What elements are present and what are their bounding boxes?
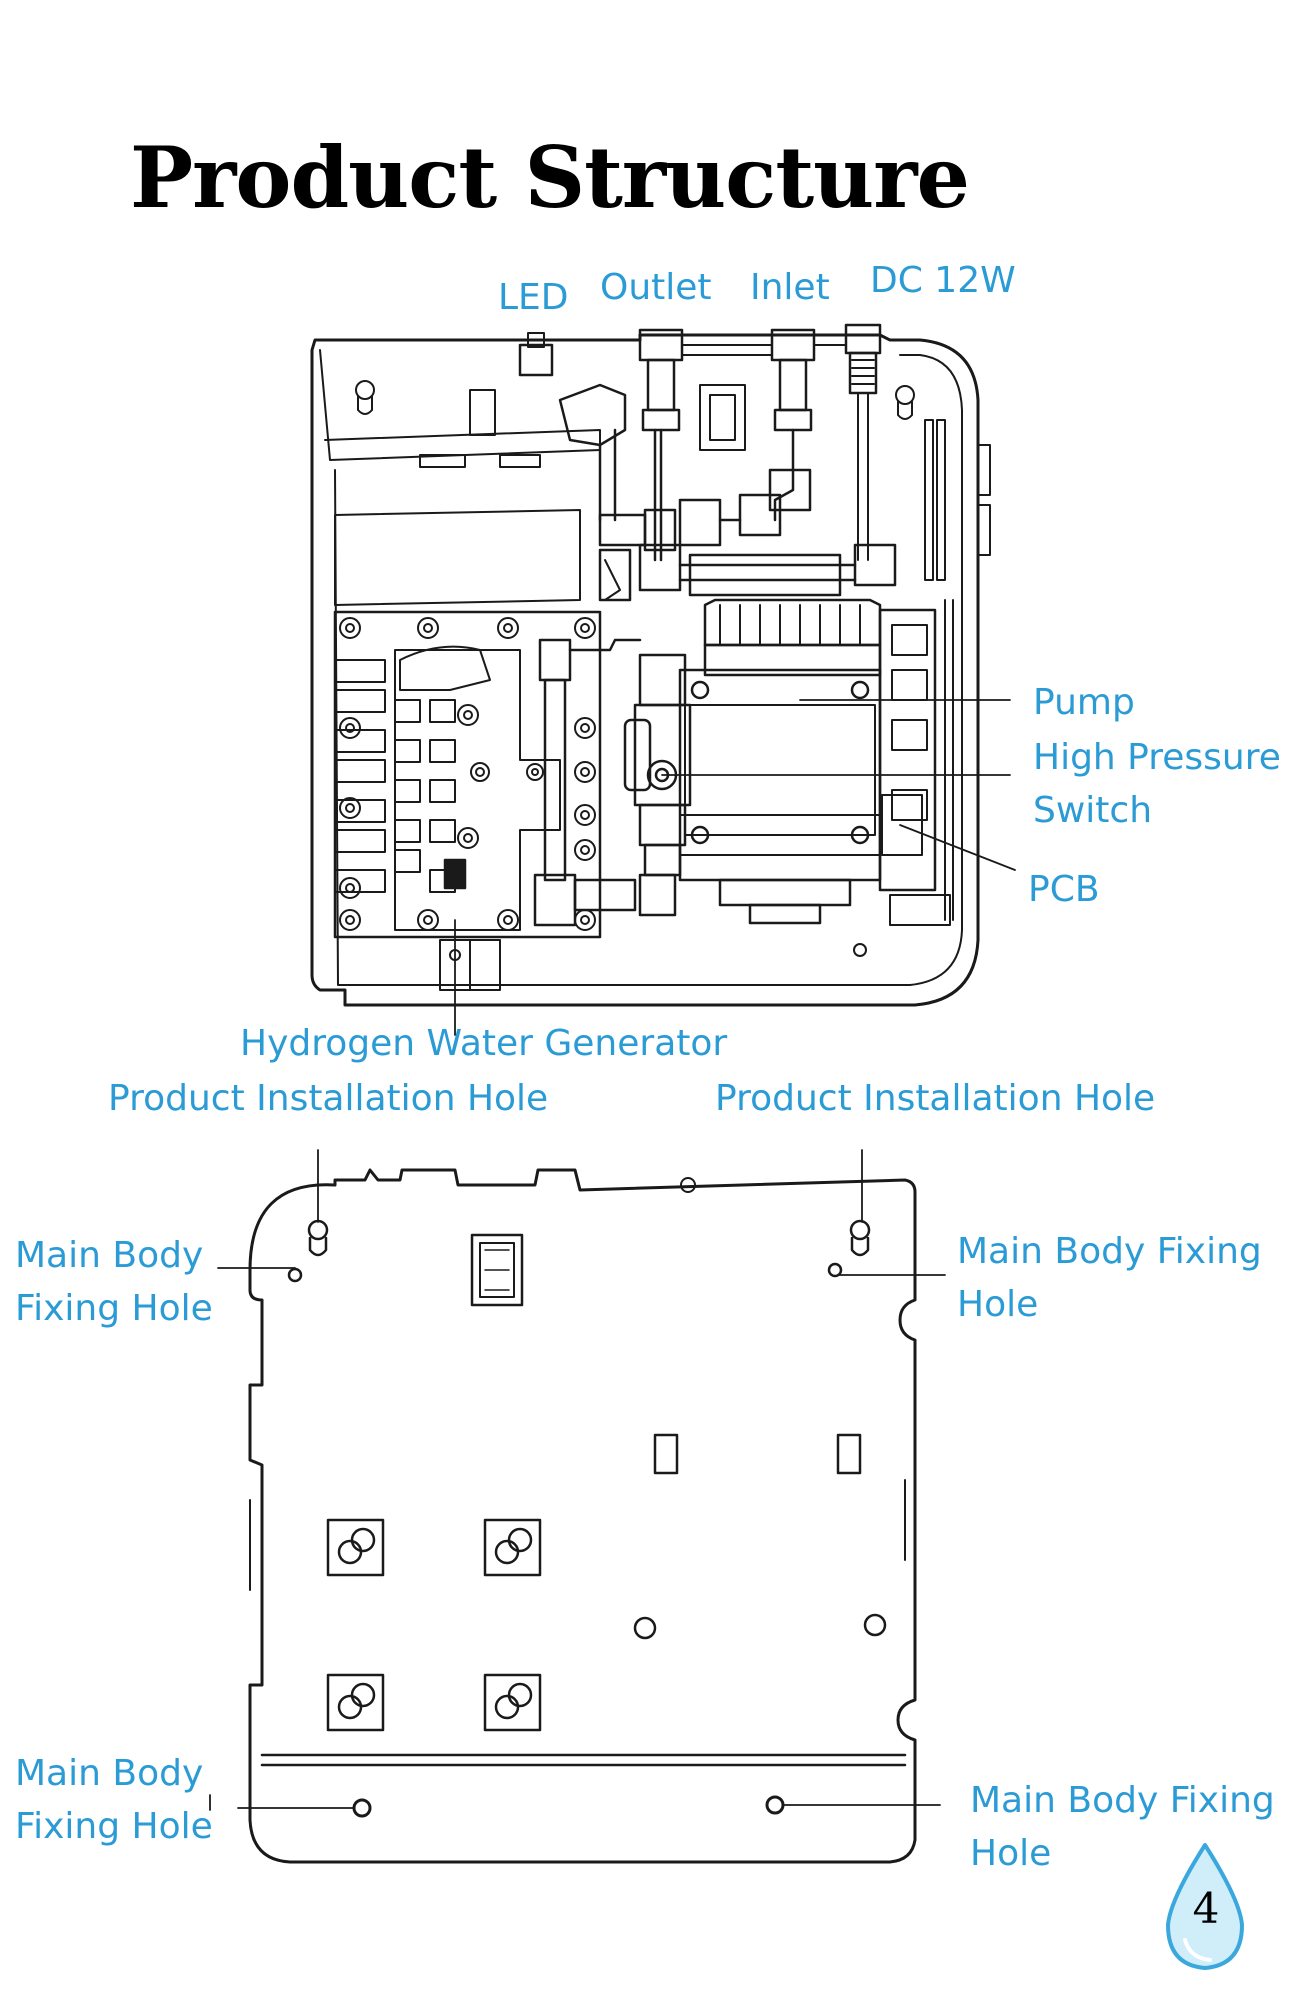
label-hydrogen-generator: Hydrogen Water Generator <box>240 1023 728 1064</box>
left-bracket <box>319 349 601 461</box>
label-fixing-bottom-left-2: Fixing Hole <box>15 1806 213 1847</box>
pcb-board <box>878 599 954 926</box>
label-outlet: Outlet <box>600 267 712 308</box>
right-vents <box>924 419 991 581</box>
back-keyhole-right <box>827 1219 871 1278</box>
label-high-pressure: High Pressure <box>1033 737 1281 778</box>
manifold-block <box>333 610 602 939</box>
tube-assembly-upper <box>598 493 782 552</box>
label-fixing-top-right-1: Main Body Fixing <box>957 1231 1262 1272</box>
housing-inner-outline <box>334 354 963 986</box>
outlet-fitting <box>638 328 684 562</box>
tube-assembly-middle <box>598 543 897 602</box>
label-fixing-bottom-right-2: Hole <box>970 1833 1052 1874</box>
page-number: 4 <box>1192 1884 1220 1933</box>
label-install-hole-right: Product Installation Hole <box>715 1078 1156 1119</box>
back-display-window <box>470 1233 524 1307</box>
label-led: LED <box>498 277 569 318</box>
label-pcb: PCB <box>1028 869 1100 910</box>
back-view-drawing <box>209 1149 946 1864</box>
pump-body <box>678 598 882 925</box>
top-view-drawing <box>310 323 1016 1036</box>
label-fixing-top-right-2: Hole <box>957 1284 1039 1325</box>
housing-outline <box>310 333 980 1007</box>
label-install-hole-left: Product Installation Hole <box>108 1078 549 1119</box>
dc-jack <box>844 323 882 561</box>
led-component <box>518 343 554 377</box>
callout-lines-top <box>454 699 1016 1036</box>
label-fixing-top-left-1: Main Body <box>15 1235 204 1276</box>
manifold-tube <box>533 638 677 927</box>
back-keyhole-left <box>287 1219 329 1283</box>
back-pads <box>326 1518 542 1732</box>
callout-lines-back <box>209 1149 946 1811</box>
label-fixing-bottom-left-1: Main Body <box>15 1753 204 1794</box>
page-title: Product Structure <box>130 128 970 227</box>
label-dc: DC 12W <box>870 260 1016 301</box>
inlet-fitting <box>768 328 816 522</box>
keyhole-right <box>895 385 915 420</box>
label-fixing-top-left-2: Fixing Hole <box>15 1288 213 1329</box>
elbow-fitting <box>558 383 627 522</box>
back-bottom-rail <box>260 1753 907 1767</box>
label-inlet: Inlet <box>750 267 830 308</box>
back-housing-outline <box>248 1168 917 1864</box>
left-plate <box>334 509 581 606</box>
manifold-screws <box>339 617 596 931</box>
label-fixing-bottom-right-1: Main Body Fixing <box>970 1780 1275 1821</box>
keyhole-left <box>355 380 375 415</box>
label-pump: Pump <box>1033 682 1135 723</box>
water-drop-icon <box>1166 1843 1244 1970</box>
label-switch: Switch <box>1033 790 1153 831</box>
back-bottom-hole-left <box>352 1798 372 1818</box>
back-bottom-hole-right <box>765 1795 785 1815</box>
